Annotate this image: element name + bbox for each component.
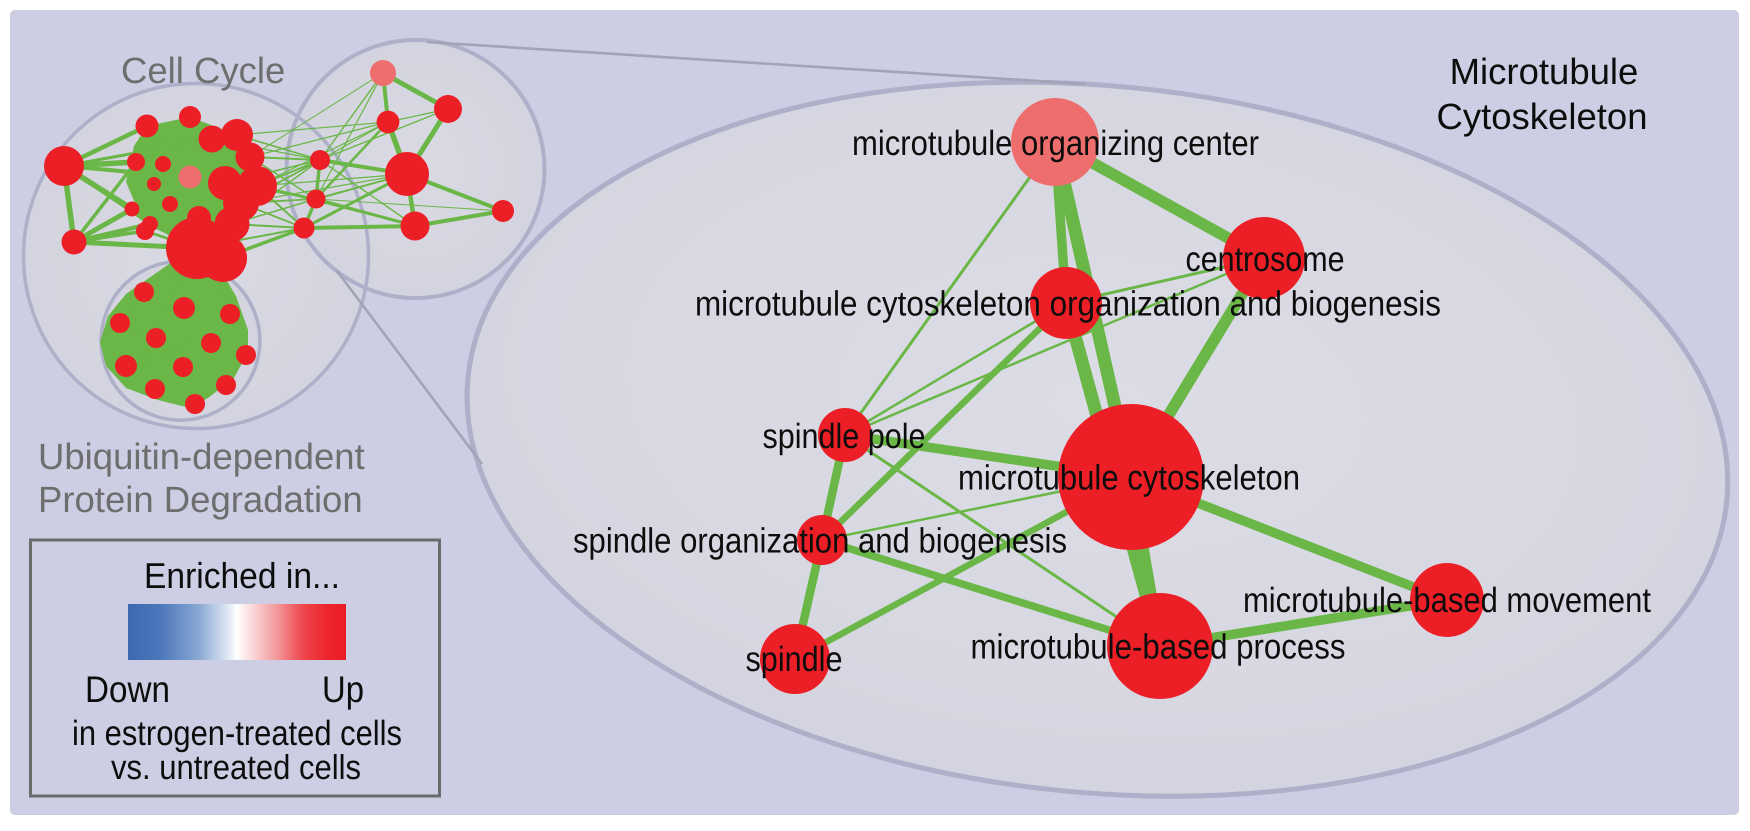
svg-text:microtubule-based process: microtubule-based process	[971, 628, 1346, 667]
svg-text:Ubiquitin-dependent: Ubiquitin-dependent	[38, 436, 365, 477]
svg-text:spindle organization and bioge: spindle organization and biogenesis	[573, 522, 1067, 561]
svg-text:Cytoskeleton: Cytoskeleton	[1437, 96, 1648, 137]
svg-text:spindle: spindle	[746, 640, 843, 679]
svg-text:Microtubule: Microtubule	[1450, 51, 1639, 92]
svg-text:microtubule cytoskeleton: microtubule cytoskeleton	[958, 459, 1300, 498]
svg-text:centrosome: centrosome	[1186, 240, 1345, 279]
svg-text:microtubule-based movement: microtubule-based movement	[1243, 581, 1651, 620]
svg-text:microtubule cytoskeleton organ: microtubule cytoskeleton organization an…	[695, 285, 1441, 324]
svg-text:spindle pole: spindle pole	[763, 417, 926, 456]
svg-text:vs. untreated cells: vs. untreated cells	[111, 749, 361, 787]
svg-text:in estrogen-treated cells: in estrogen-treated cells	[72, 714, 402, 753]
svg-text:Cell Cycle: Cell Cycle	[121, 50, 285, 91]
svg-text:Enriched in...: Enriched in...	[144, 555, 340, 596]
svg-text:microtubule organizing center: microtubule organizing center	[852, 124, 1259, 163]
svg-text:Protein Degradation: Protein Degradation	[38, 479, 363, 520]
svg-text:Down: Down	[85, 669, 170, 710]
svg-text:Up: Up	[322, 669, 364, 710]
